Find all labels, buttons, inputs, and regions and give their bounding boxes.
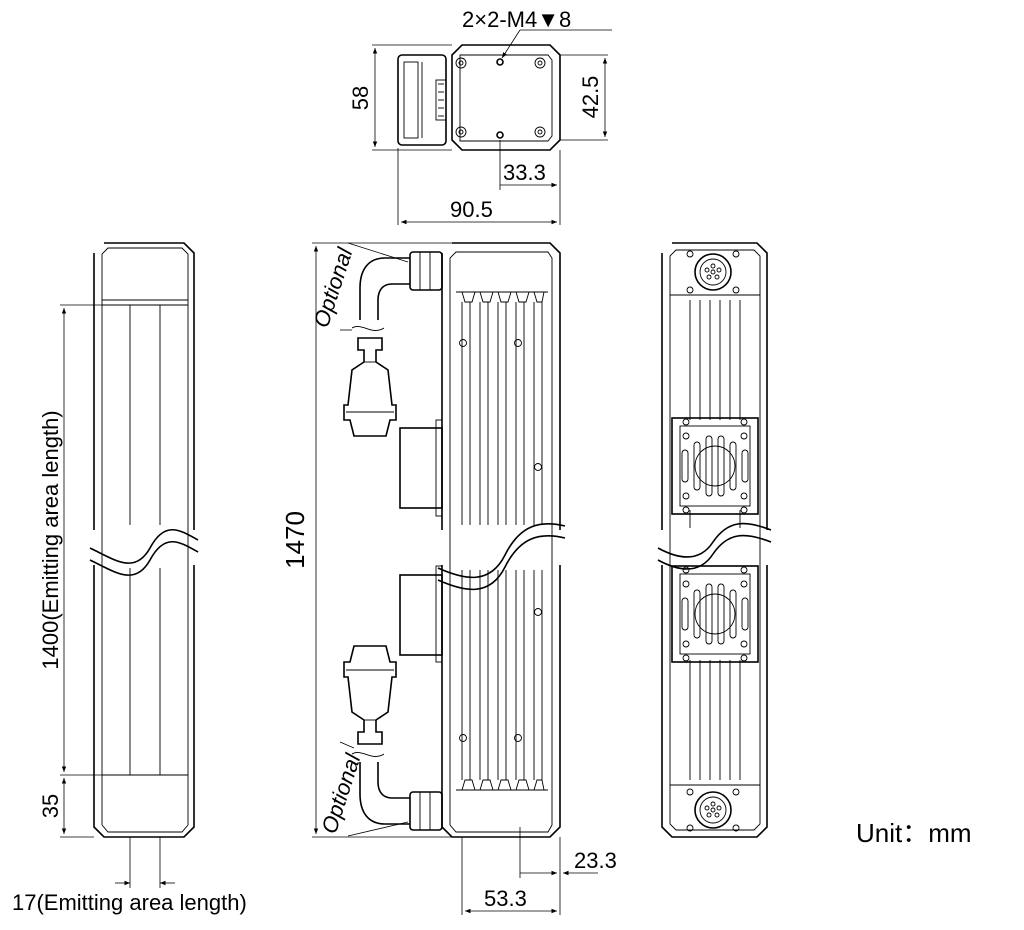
top-view	[372, 29, 612, 225]
emitting-width-label: 17(Emitting area length)	[12, 890, 247, 915]
end-length-label: 35	[38, 794, 63, 818]
offset-small-label: 23.3	[574, 848, 617, 873]
top-height-label: 58	[348, 86, 373, 110]
dimension-labels: 2×2-M4▼8 58 42.5 33.3 90.5 1470 1400(Emi…	[12, 7, 972, 915]
thread-note-label: 2×2-M4▼8	[462, 7, 571, 32]
top-inner-height-label: 42.5	[578, 76, 603, 119]
right-side-view	[657, 242, 772, 838]
offset-large-label: 53.3	[484, 886, 527, 911]
total-length-label: 1470	[280, 511, 310, 569]
left-side-view	[60, 242, 199, 888]
emitting-length-label: 1400(Emitting area length)	[38, 410, 63, 669]
top-offset-label: 33.3	[503, 160, 546, 185]
top-width-label: 90.5	[450, 197, 493, 222]
optional-bottom-label: Optional	[316, 750, 365, 837]
center-front-view	[312, 242, 598, 915]
unit-label: Unit：mm	[856, 818, 972, 848]
